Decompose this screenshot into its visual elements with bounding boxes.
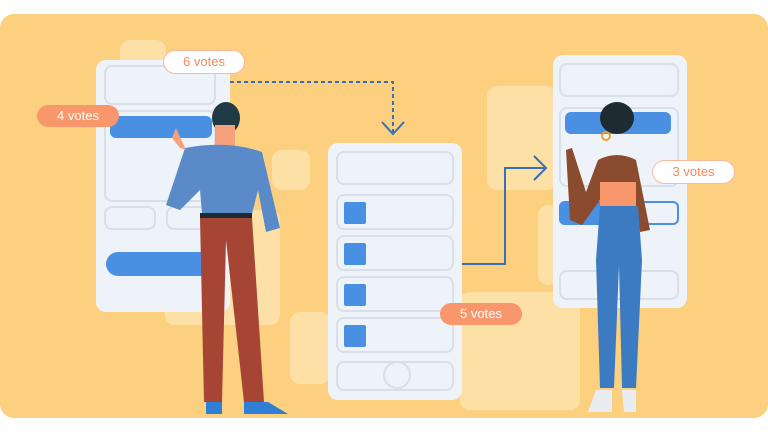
circle-icon[interactable]: [383, 361, 411, 389]
checkbox[interactable]: [344, 202, 366, 224]
vote-tag: 6 votes: [163, 50, 245, 74]
checkbox[interactable]: [344, 243, 366, 265]
phone-center: [328, 143, 462, 400]
decor-shape: [487, 86, 557, 190]
decor-shape: [290, 312, 330, 384]
phone-left: [96, 60, 230, 312]
vote-tag: 4 votes: [37, 105, 119, 127]
checkbox[interactable]: [344, 325, 366, 347]
vote-tag: 3 votes: [652, 160, 735, 184]
option-bar[interactable]: [110, 116, 212, 138]
submit-bar[interactable]: [106, 252, 216, 276]
checkbox[interactable]: [344, 284, 366, 306]
decor-shape: [272, 150, 310, 190]
vote-tag: 5 votes: [440, 303, 522, 325]
